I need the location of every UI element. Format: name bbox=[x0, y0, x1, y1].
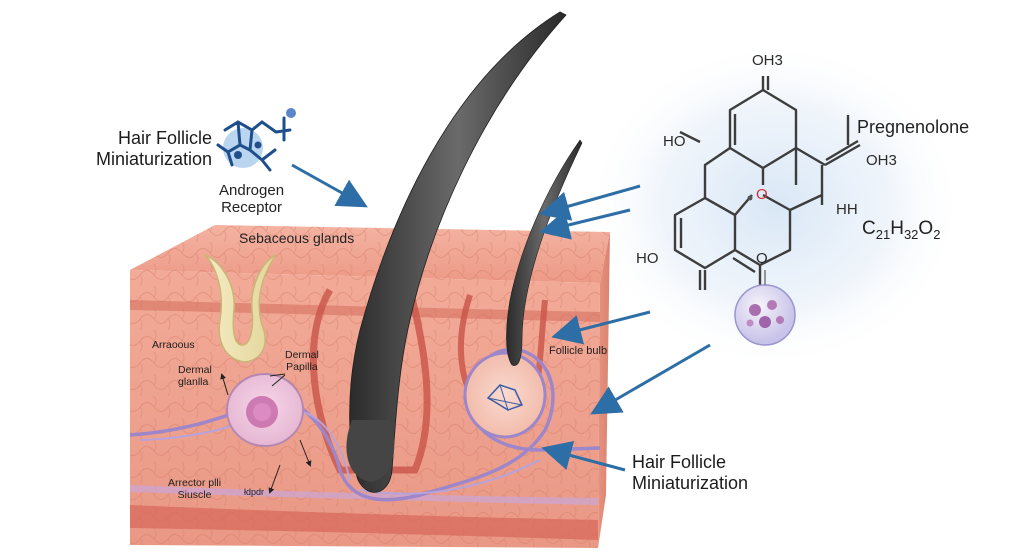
dermal-gland-label: Dermal glanlla bbox=[178, 364, 212, 389]
molecule-atom-o-center: O bbox=[756, 186, 768, 203]
arrector-pili-label: Arrector plli Siuscle bbox=[168, 477, 222, 502]
molecule-group-hh: HH bbox=[836, 201, 858, 218]
sebaceous-glands-label: Sebaceous glands bbox=[239, 230, 355, 246]
title-top: Hair Follicle Miniaturization bbox=[96, 128, 212, 169]
molecule-atom-o-bottom: O bbox=[756, 250, 768, 267]
arrector-left-label: Arrаoous bbox=[152, 339, 195, 351]
molecule-group-ho-top: HO bbox=[663, 133, 686, 150]
sebaceous-gland bbox=[204, 254, 277, 363]
title-top-line1: Hair Follicle bbox=[118, 128, 213, 148]
molecule-formula: C21H32O2 bbox=[862, 218, 941, 242]
title-top-line2: Miniaturization bbox=[96, 148, 213, 169]
molecule-glow bbox=[585, 40, 965, 370]
hormone-sphere-icon bbox=[734, 270, 796, 346]
pointer-arrows bbox=[291, 163, 711, 472]
title-bottom-line2: Miniaturization bbox=[632, 472, 749, 493]
title-bottom: Hair Follicle Miniaturization bbox=[632, 452, 748, 493]
androgen-receptor-icon bbox=[216, 108, 296, 172]
molecule-group-ho-bottom: HO bbox=[636, 250, 659, 267]
dermal-papilla-label: Dermal Papilla bbox=[285, 349, 319, 374]
molecule-name: Pregnenolone bbox=[857, 117, 970, 137]
hair-root-large bbox=[346, 420, 395, 482]
molecule-group-top: OH3 bbox=[752, 52, 783, 69]
dermis-band bbox=[130, 505, 598, 540]
androgen-receptor-label: Androgen Receptor bbox=[219, 182, 285, 217]
follicle-bulb-label: Follicle bulb bbox=[549, 345, 608, 357]
molecule-group-right: OH3 bbox=[866, 152, 897, 169]
follicle-bulb bbox=[463, 351, 547, 439]
title-bottom-line1: Hair Follicle bbox=[632, 452, 727, 472]
arrector-pili-extra-label: łdpdr bbox=[244, 487, 265, 497]
hair-shaft-small bbox=[506, 139, 583, 366]
